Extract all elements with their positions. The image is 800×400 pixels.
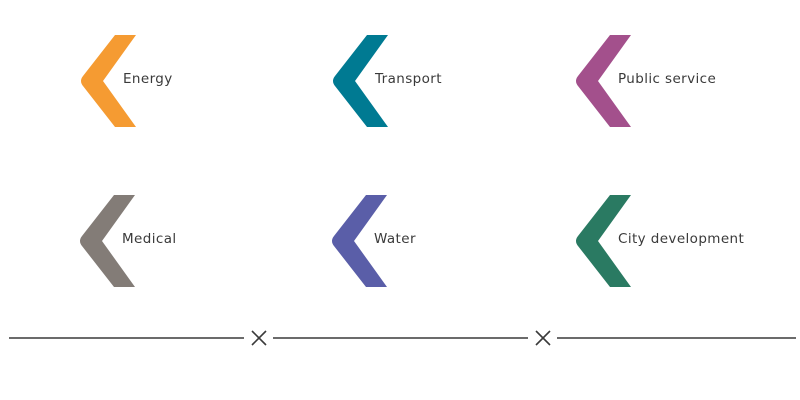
chevron-left-icon xyxy=(81,35,136,127)
category-label: Transport xyxy=(375,71,442,87)
category-label: Energy xyxy=(123,71,173,87)
category-label: Public service xyxy=(618,71,717,87)
category-medical: Medical xyxy=(77,194,297,288)
category-label: City development xyxy=(618,231,745,247)
category-water: Water xyxy=(329,194,549,288)
chevron-left-icon xyxy=(576,195,631,287)
category-label: Water xyxy=(374,231,416,247)
close-icon xyxy=(251,330,267,346)
category-label: Medical xyxy=(122,231,177,247)
chevron-left-icon xyxy=(80,195,135,287)
chevron-left-icon xyxy=(333,35,388,127)
divider xyxy=(9,330,796,346)
category-energy: Energy xyxy=(78,34,298,128)
close-icon xyxy=(535,330,551,346)
chevron-left-icon xyxy=(332,195,387,287)
category-city-development: City development xyxy=(573,194,793,288)
chevron-left-icon xyxy=(576,35,631,127)
category-public-service: Public service xyxy=(573,34,793,128)
category-transport: Transport xyxy=(330,34,550,128)
